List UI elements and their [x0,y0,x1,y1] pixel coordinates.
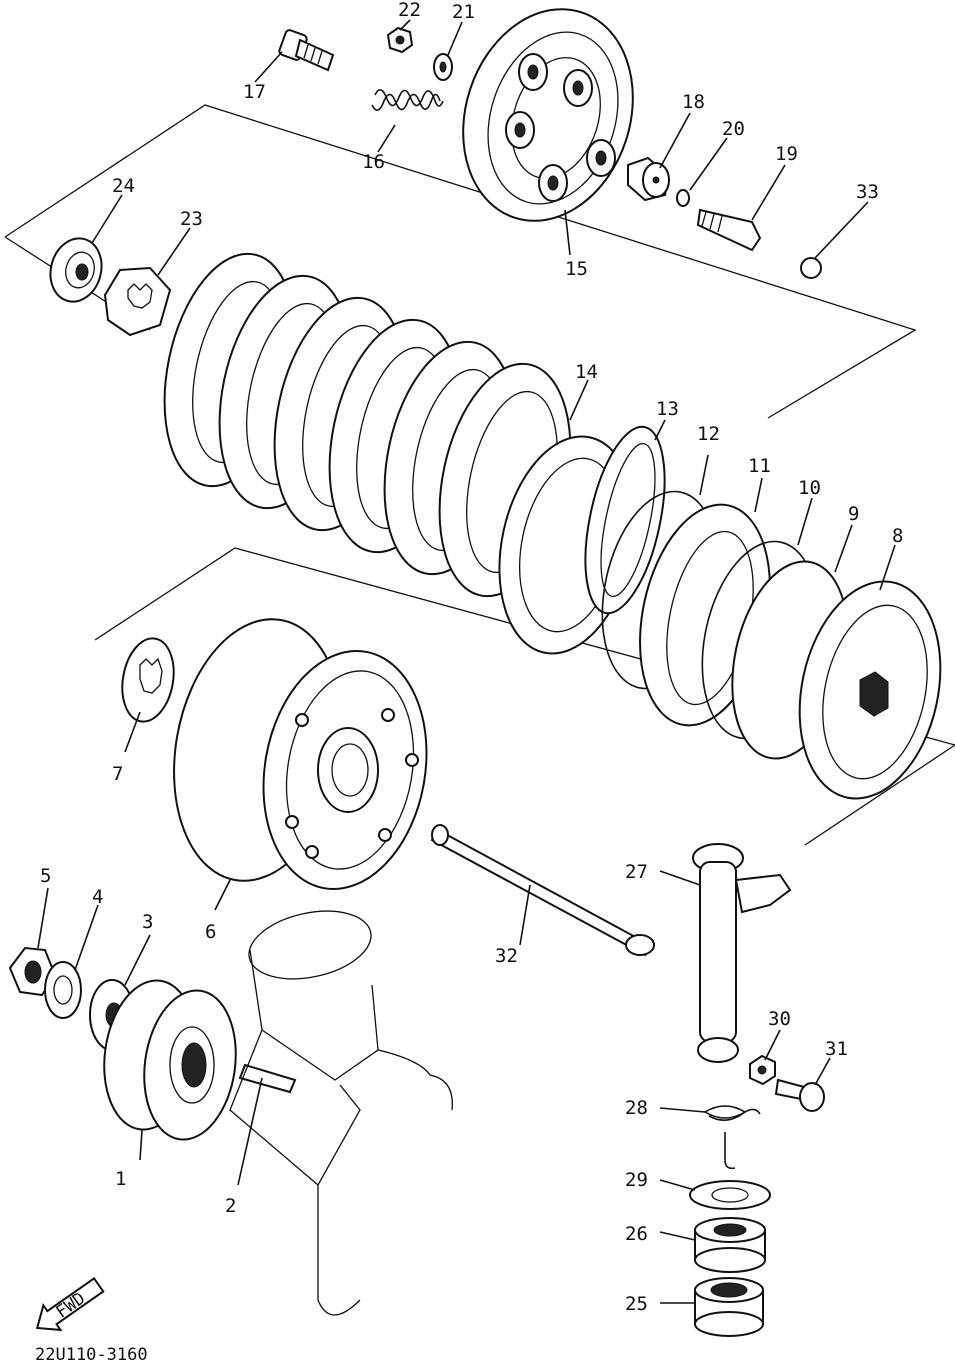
label-22: 22 [398,0,421,21]
label-11: 11 [748,455,771,477]
label-2: 2 [225,1195,236,1217]
label-27: 27 [625,861,648,883]
label-23: 23 [180,208,203,230]
part-28-spring [703,1105,761,1170]
part-19-push-rod [696,208,762,252]
part-6-clutch-housing [173,618,428,890]
label-9: 9 [848,503,859,525]
label-1: 1 [115,1168,126,1190]
part-17-bolt [278,29,335,72]
part-22-nut [386,26,414,54]
label-28: 28 [625,1097,648,1119]
part-13-cushion-spring [584,425,666,615]
part-29-washer [689,1180,771,1210]
label-6: 6 [205,921,216,943]
part-23-lock-washer [103,266,172,337]
part-7-thrust-washer [121,637,175,723]
label-17: 17 [243,81,266,103]
label-30: 30 [768,1008,791,1030]
part-31-screw [774,1078,825,1112]
crankshaft-outline [229,910,453,1316]
label-31: 31 [825,1038,848,1060]
label-7: 7 [112,763,123,785]
part-26-oil-seal [694,1217,766,1273]
part-8-clutch-boss [798,580,942,800]
friction-and-clutch-plates [163,252,572,598]
label-14: 14 [575,361,598,383]
label-18: 18 [682,91,705,113]
leader-lines [37,19,896,1304]
fwd-arrow-icon: FWD [35,1276,105,1332]
label-29: 29 [625,1169,648,1191]
label-24: 24 [112,175,135,197]
label-26: 26 [625,1223,648,1245]
label-10: 10 [798,477,821,499]
part-18-push-plate [627,156,670,202]
part-24-nut [49,237,103,303]
part-4-lock-washer [44,961,82,1019]
label-21: 21 [452,1,475,23]
label-19: 19 [775,143,798,165]
label-8: 8 [892,525,903,547]
label-25: 25 [625,1293,648,1315]
label-20: 20 [722,118,745,140]
part-15-pressure-plate [462,8,634,222]
part-32-push-rod [430,824,655,957]
label-5: 5 [40,865,51,887]
clutch-boss-group-outline [94,547,955,846]
drawing-code: 22U110-3160 [35,1345,148,1365]
label-15: 15 [565,258,588,280]
part-30-nut [749,1054,776,1086]
label-33: 33 [856,181,879,203]
part-16-spring [371,89,444,111]
label-32: 32 [495,945,518,967]
part-20-ball [676,189,690,207]
part-25-bearing [694,1277,764,1337]
part-21-washer [433,53,453,81]
label-4: 4 [92,886,103,908]
part-27-push-lever-shaft [692,843,792,1063]
label-16: 16 [362,151,385,173]
part-33-ball [800,257,822,279]
label-12: 12 [697,423,720,445]
part-1-primary-drive-gear [103,979,237,1141]
part-2-key [238,1063,297,1094]
label-13: 13 [656,398,679,420]
label-3: 3 [142,911,153,933]
